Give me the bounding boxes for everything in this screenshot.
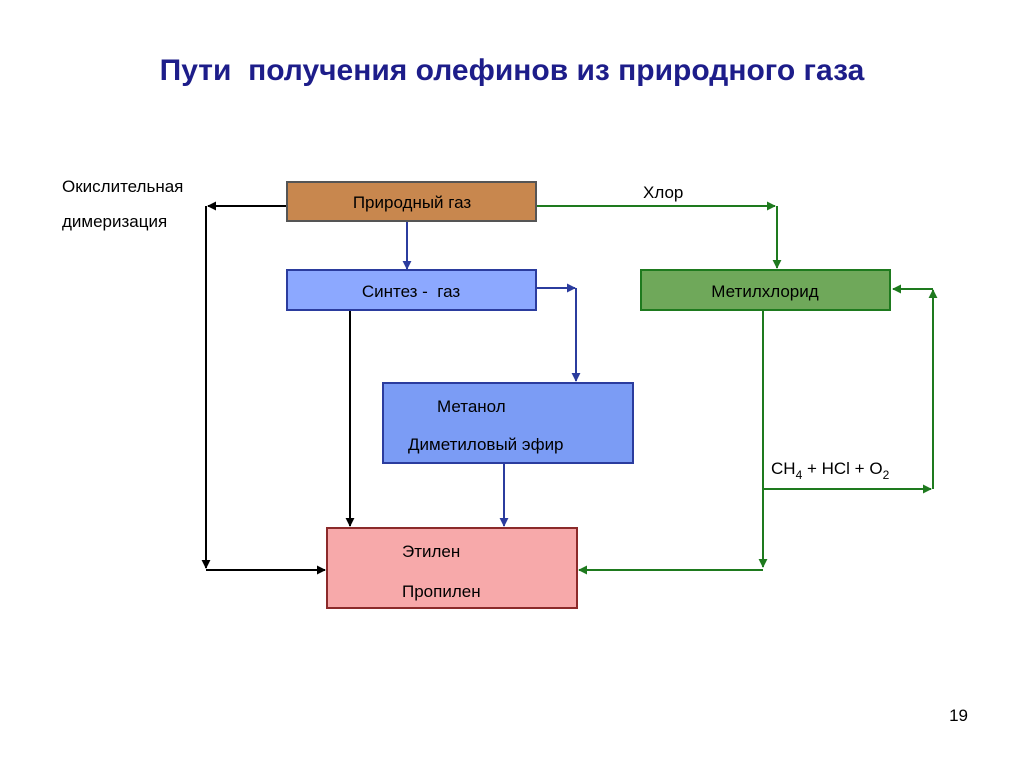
node-methyl-chloride-label: Метилхлорид xyxy=(711,282,818,301)
node-syngas: Синтез - газ xyxy=(286,269,537,311)
formula-hcl-o: + HCl + O xyxy=(802,459,882,478)
label-chlorine: Хлор xyxy=(643,183,683,202)
formula-ch: CH xyxy=(771,459,796,478)
slide-title: Пути получения олефинов из природного га… xyxy=(160,54,865,87)
page-number: 19 xyxy=(949,706,968,725)
connector-chlorination xyxy=(537,201,782,269)
node-natural-gas: Природный газ xyxy=(286,181,537,222)
connector-methylchloride-to-olefins xyxy=(578,311,768,575)
label-oxidative-line1: Окислительная xyxy=(62,177,183,196)
node-natural-gas-label: Природный газ xyxy=(353,193,472,212)
node-methyl-chloride: Метилхлорид xyxy=(640,269,891,311)
label-oxidative-line2: димеризация xyxy=(62,212,167,231)
node-olefins: Этилен Пропилен xyxy=(326,527,578,609)
connector-recycle-loop xyxy=(763,284,938,494)
node-ethylene-label: Этилен xyxy=(402,542,460,561)
node-propylene-label: Пропилен xyxy=(402,582,481,601)
connector-syngas-to-methanol xyxy=(537,283,581,382)
node-syngas-label: Синтез - газ xyxy=(362,282,461,301)
node-methanol-label: Метанол xyxy=(437,397,506,416)
node-dimethyl-ether-label: Диметиловый эфир xyxy=(408,435,564,454)
formula-sub-4: 4 xyxy=(796,468,803,482)
formula-sub-2: 2 xyxy=(883,468,890,482)
connector-oxidative-dimerization xyxy=(201,201,326,575)
label-recycle-formula: CH4 + HCl + O2 xyxy=(771,459,890,482)
node-methanol-dme: Метанол Диметиловый эфир xyxy=(382,382,634,464)
